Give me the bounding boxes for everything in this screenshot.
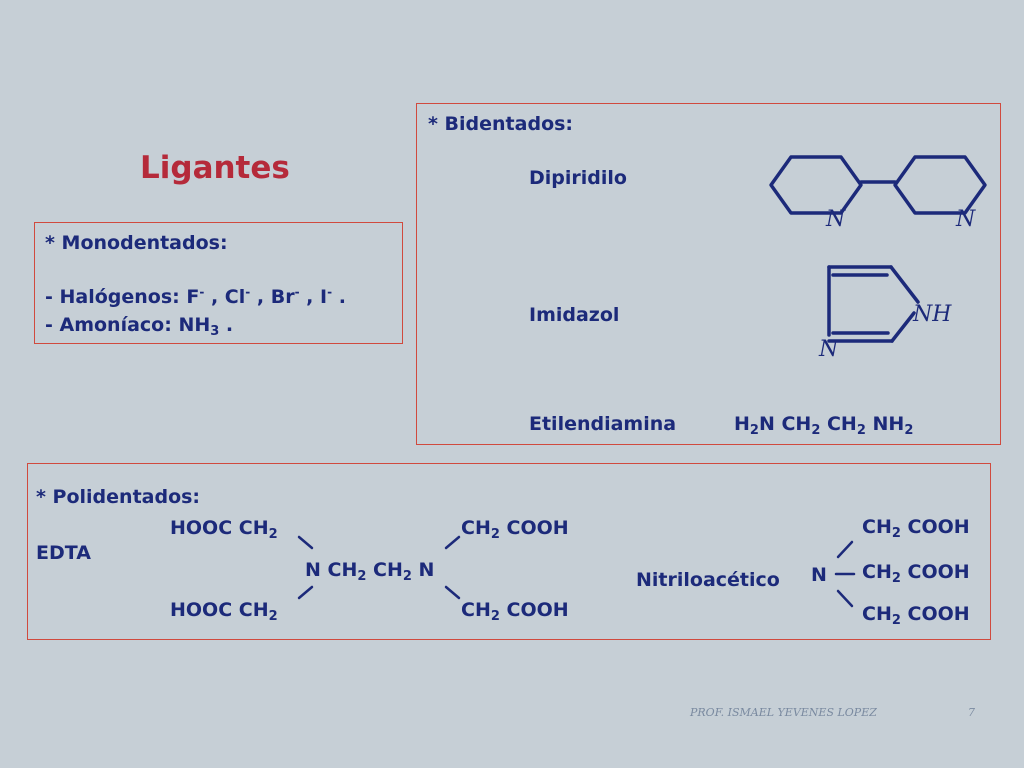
imidazol-nh: NH <box>913 302 952 327</box>
footer-author: PROF. ISMAEL YEVENES LOPEZ <box>690 706 877 719</box>
imidazol-n: N <box>819 337 839 362</box>
edta-bond-bl <box>297 585 314 600</box>
dipiridilo-ring-1 <box>769 155 863 215</box>
polidentados-box <box>27 463 991 640</box>
etilendiamina-label: Etilendiamina <box>529 413 677 435</box>
halogenos-line: - Halógenos: F- , Cl- , Br- , I- . <box>45 285 346 308</box>
edta-hooc-bottom: HOOC CH2 <box>170 599 278 624</box>
imidazol-ring <box>827 265 920 343</box>
dipiridilo-label: Dipiridilo <box>529 167 627 189</box>
nta-bond-1 <box>836 540 854 559</box>
nitriloacetico-label: Nitriloacético <box>636 569 780 591</box>
bidentados-box <box>416 103 1001 445</box>
nta-cooh-2: CH2 COOH <box>862 561 970 586</box>
edta-cooh-bottom: CH2 COOH <box>461 599 569 624</box>
nta-cooh-1: CH2 COOH <box>862 516 970 541</box>
edta-label: EDTA <box>36 542 91 564</box>
edta-bond-tr <box>444 535 461 550</box>
monodentados-heading: * Monodentados: <box>45 232 228 254</box>
monodentados-box <box>34 222 403 344</box>
nta-bond-3 <box>836 589 854 608</box>
nta-cooh-3: CH2 COOH <box>862 603 970 628</box>
edta-bond-tl <box>297 535 314 550</box>
etilendiamina-formula: H2N CH2 CH2 NH2 <box>734 413 914 438</box>
bidentados-heading: * Bidentados: <box>428 113 574 135</box>
dipiridilo-ring-2 <box>893 155 987 215</box>
polidentados-heading: * Polidentados: <box>36 486 201 508</box>
amoniaco-line: - Amoníaco: NH3 . <box>45 314 234 339</box>
edta-center-chain: N CH2 CH2 N <box>305 559 435 584</box>
footer-page-number: 7 <box>968 706 975 719</box>
edta-bond-br <box>444 585 461 600</box>
page-title: Ligantes <box>140 150 290 186</box>
imidazol-label: Imidazol <box>529 304 620 326</box>
nta-n: N <box>811 564 827 586</box>
edta-cooh-top: CH2 COOH <box>461 517 569 542</box>
edta-hooc-top: HOOC CH2 <box>170 517 278 542</box>
